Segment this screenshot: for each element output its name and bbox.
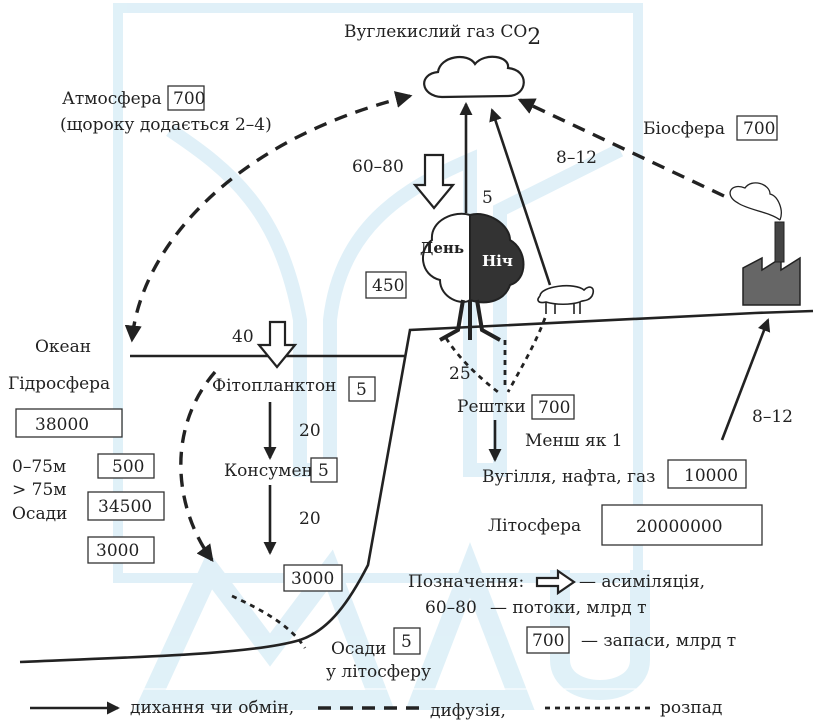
respiration-flow: 5 [482,188,493,208]
co2-title: Вуглекислий газ CO2 [344,22,541,50]
factory-icon [729,182,801,306]
fossil-label: Вугілля, нафта, газ [482,467,655,487]
to-lithosphere-label: Осади [331,639,386,659]
sediment-label: Осади [12,504,67,524]
notation-store-box [526,626,570,654]
ocean-floor-line [19,309,814,664]
watermark-logo [113,3,650,710]
night-label: Ніч [482,252,513,270]
biosphere-label: Біосфера [643,119,725,139]
remains-value-box [531,394,575,420]
phytoplankton-value-box [348,376,376,402]
depth1-label: 0–75м [12,457,66,477]
lithosphere-label: Літосфера [488,516,581,536]
ocean-sediment-value: 3000 [291,569,334,589]
fossil-value-box [667,459,747,489]
factory-emission-arrow [517,98,725,198]
photosynthesis-hollow-arrow [412,153,456,210]
to-lithosphere-value-box [393,627,421,655]
photosynthesis-flow: 60–80 [352,157,404,177]
atmosphere-value-box [167,85,205,111]
consumers-label: Консументи [224,461,334,481]
depth2-value-box [87,491,165,521]
phytoplankton-value: 5 [356,380,367,400]
phytoplankton-label: Фітопланктон [212,376,336,396]
day-label: День [420,239,464,257]
atmosphere-value: 700 [173,89,205,109]
to-lithosphere-sub: у літосферу [326,662,431,682]
legend-dashed-label: дифузія, [430,701,506,721]
hydrosphere-value: 38000 [35,415,89,435]
depth2-value: 34500 [98,497,152,517]
notation-flow-example: 60–80 [425,598,477,618]
volcanic-flow: 8–12 [752,407,793,427]
notation-assimilation: — асиміляція, [579,572,705,592]
cow-icon [537,284,595,314]
ocean-label: Океан [35,337,91,357]
plant-store-value: 450 [372,276,404,296]
depth1-value: 500 [112,457,144,477]
cow-to-remains-decay [506,317,547,393]
lithosphere-value: 20000000 [636,517,723,537]
sediment-value-box [87,536,155,564]
biosphere-value-box [736,115,778,141]
atmosphere-ocean-diffusion-arrow [124,91,413,343]
notation-store-example: 700 [532,631,564,651]
biosphere-value: 700 [743,119,775,139]
consumers-value-box [310,457,338,483]
notation-hollow-arrow [535,568,576,596]
notation-store-desc: — запаси, млрд т [581,631,736,651]
ocean-sediment-box [283,564,343,592]
tree-icon [422,212,525,342]
atmosphere-note: (щороку додається 2–4) [60,115,272,135]
consumers-sediment-flow: 20 [299,509,321,529]
volcanic-arrow [720,318,771,441]
lithosphere-value-box [601,504,763,546]
notation-title: Позначення: [408,572,524,592]
industry-flow: 8–12 [556,148,597,168]
ocean-inflow: 40 [232,327,254,347]
remains-value: 700 [538,398,570,418]
animal-respiration-arrow [489,108,552,286]
hydrosphere-value-box [15,408,123,438]
remains-label: Рештки [457,397,526,417]
sediment-value: 3000 [96,541,139,561]
notation-flow-desc: — потоки, млрд т [490,598,647,618]
plant-store-box [365,271,407,299]
fossil-value: 10000 [684,466,738,486]
legend-solid-label: дихання чи обмін, [130,698,294,718]
phyto-consumers-flow: 20 [299,421,321,441]
sediment-to-lithosphere-decay [231,594,307,649]
depth1-value-box [97,453,155,479]
ocean-deep-diffusion-arrow [179,370,217,563]
consumers-value: 5 [318,461,329,481]
ocean-assimilation-hollow-arrow [256,320,298,369]
depth2-label: > 75м [12,480,67,500]
fossil-flow: Менш як 1 [525,431,623,451]
atmosphere-label: Атмосфера [62,89,162,109]
legend-dotted-label: розпад [660,698,722,718]
co2-cloud [423,55,525,99]
to-lithosphere-value: 5 [401,632,412,652]
hydrosphere-label: Гідросфера [8,374,110,394]
remains-flow: 25 [449,364,471,384]
